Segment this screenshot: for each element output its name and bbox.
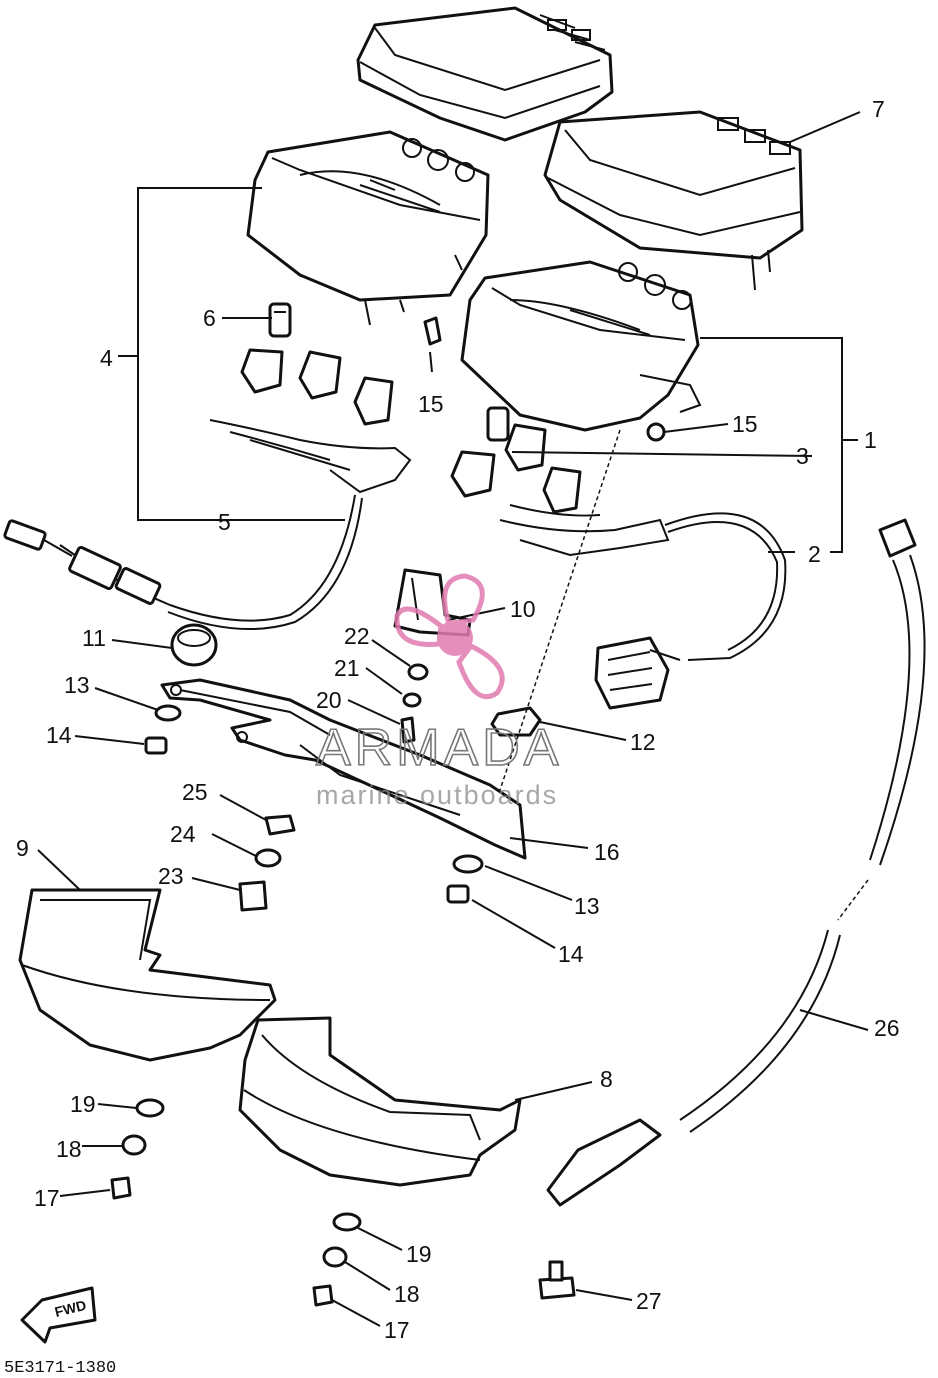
callout-27: 27 (636, 1288, 662, 1314)
screw-15-left (423, 316, 442, 346)
speedometer-cable-26 (546, 518, 926, 1207)
callout-17-left: 17 (34, 1185, 60, 1211)
callout-21: 21 (334, 655, 360, 681)
watermark-brand: ARMADA (316, 719, 562, 777)
callout-4: 4 (100, 345, 113, 371)
bracket-assembly (160, 678, 527, 860)
watermark-tagline: marine outboards (316, 780, 558, 810)
callout-15-right: 15 (732, 411, 758, 437)
callout-9: 9 (16, 835, 29, 861)
callout-14-right: 14 (558, 941, 584, 967)
screw-15-right (646, 422, 666, 442)
callout-13-right: 13 (574, 893, 600, 919)
callout-3: 3 (796, 443, 809, 469)
screw-27 (538, 1260, 576, 1300)
meter-cover-front (543, 110, 804, 291)
socket-harness-left (209, 348, 412, 494)
grommet-11 (170, 623, 218, 667)
callout-8: 8 (600, 1066, 613, 1092)
callout-19-right: 19 (406, 1241, 432, 1267)
propeller-logo (394, 573, 505, 700)
callout-20: 20 (316, 687, 342, 713)
drawing-code: 5E3171-1380 (4, 1359, 116, 1378)
meter-cover-rear (356, 6, 614, 142)
meter-lower-cover-9 (18, 888, 277, 1062)
fwd-label: FWD (53, 1297, 88, 1320)
fwd-arrow: FWD (20, 1286, 97, 1344)
leader-lines (37, 111, 869, 1327)
callout-7: 7 (872, 96, 885, 122)
callout-18-right: 18 (394, 1281, 420, 1307)
callout-numbers: 1 2 3 4 5 6 7 8 9 10 11 12 13 13 14 14 1… (16, 96, 900, 1343)
callout-22: 22 (344, 623, 370, 649)
callout-15-left: 15 (418, 391, 444, 417)
callout-2: 2 (808, 541, 821, 567)
bulb-6 (268, 302, 292, 338)
socket-harness-right (450, 406, 670, 557)
damper-12 (490, 706, 542, 737)
wire-harness-left (3, 494, 363, 631)
meter-assembly-left (246, 130, 490, 326)
callout-26: 26 (874, 1015, 900, 1041)
callout-14-left: 14 (46, 722, 72, 748)
callout-25: 25 (182, 779, 208, 805)
callout-19-left: 19 (70, 1091, 96, 1117)
hardware-small-parts (144, 663, 484, 912)
armada-watermark: ARMADA marine outboards (315, 573, 562, 810)
callout-23: 23 (158, 863, 184, 889)
fasteners-17-18-19 (110, 1098, 362, 1307)
meter-lower-cover-8 (238, 1016, 522, 1187)
callout-5: 5 (218, 509, 231, 535)
callout-1: 1 (864, 427, 877, 453)
callout-13-left: 13 (64, 672, 90, 698)
callout-10: 10 (510, 596, 536, 622)
callout-6: 6 (203, 305, 216, 331)
callout-12: 12 (630, 729, 656, 755)
meter-assembly-right (460, 260, 702, 432)
callout-11: 11 (82, 625, 106, 651)
callout-17-right: 17 (384, 1317, 410, 1343)
callout-18-left: 18 (56, 1136, 82, 1162)
wire-harness-right (594, 512, 787, 710)
callout-24: 24 (170, 821, 196, 847)
callout-16: 16 (594, 839, 620, 865)
